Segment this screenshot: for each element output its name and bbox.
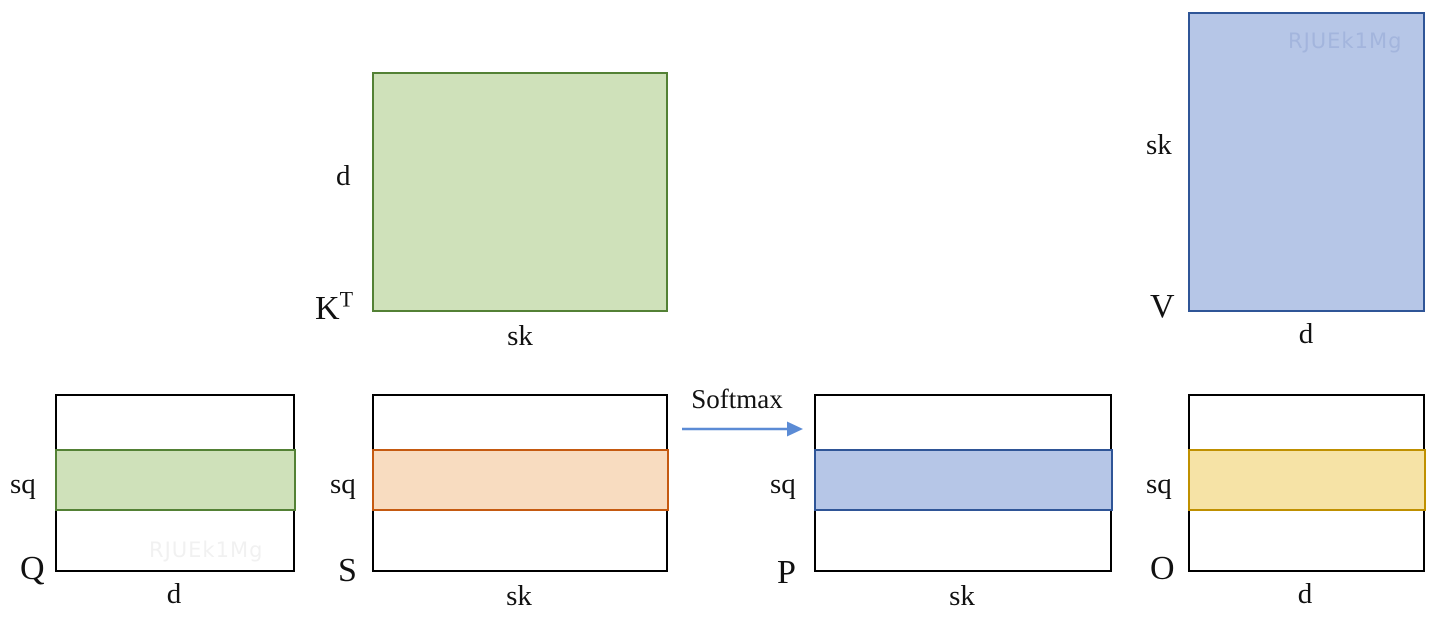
matrix-kt <box>372 72 668 312</box>
p-row-dim-label: sq <box>770 468 796 500</box>
softmax-label: Softmax <box>691 384 783 414</box>
v-name-label: V <box>1150 288 1175 325</box>
v-col-dim-label: d <box>1298 318 1314 350</box>
matrix-s <box>371 394 669 572</box>
s-col-dim-label: sk <box>506 580 532 612</box>
matrix-q <box>54 394 296 572</box>
kt-col-dim-label: sk <box>507 320 533 352</box>
p-col-dim-label: sk <box>949 580 975 612</box>
o-row-dim-label: sq <box>1146 468 1172 500</box>
kt-row-dim-label: d <box>336 160 351 192</box>
o-highlight-band <box>1187 449 1426 511</box>
kt-name-label: KT <box>315 286 354 327</box>
o-col-dim-label: d <box>1297 578 1313 610</box>
o-name-label: O <box>1150 550 1175 587</box>
s-name-label: S <box>338 552 357 589</box>
s-highlight-band <box>371 449 669 511</box>
p-highlight-band <box>813 449 1113 511</box>
v-row-dim-label: sk <box>1146 129 1172 161</box>
q-row-dim-label: sq <box>10 468 36 500</box>
matrix-p <box>813 394 1113 572</box>
s-row-dim-label: sq <box>330 468 356 500</box>
p-name-label: P <box>777 554 796 591</box>
matrix-o <box>1187 394 1426 572</box>
q-name-label: Q <box>20 550 45 587</box>
q-highlight-band <box>54 449 296 511</box>
softmax-arrow-icon <box>682 421 803 437</box>
matrix-v <box>1188 12 1425 312</box>
q-col-dim-label: d <box>166 578 182 610</box>
